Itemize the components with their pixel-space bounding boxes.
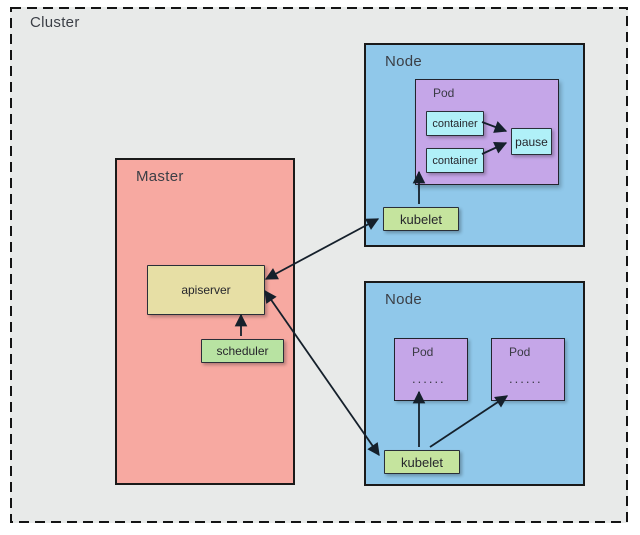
master-label: Master <box>136 168 184 185</box>
container1-box: container <box>426 111 484 136</box>
node2-box: Node Pod ...... Pod ...... kubelet <box>364 281 585 486</box>
node2-pod1-label: Pod <box>412 345 434 359</box>
node2-pod2-dots: ...... <box>509 371 543 386</box>
node1-pod-label: Pod <box>433 86 455 100</box>
master-box: Master apiserver scheduler <box>115 158 295 485</box>
node2-label: Node <box>385 291 423 308</box>
scheduler-label: scheduler <box>216 344 269 358</box>
node1-box: Node Pod container container pause kubel… <box>364 43 585 247</box>
apiserver-box: apiserver <box>147 265 265 315</box>
node2-kubelet-label: kubelet <box>401 454 443 470</box>
node2-pod1-dots: ...... <box>412 371 446 386</box>
pause-box: pause <box>511 128 552 155</box>
pause-label: pause <box>515 134 548 149</box>
node2-pod2-label: Pod <box>509 345 531 359</box>
node2-pod1-box: Pod ...... <box>394 338 468 401</box>
container2-box: container <box>426 148 484 173</box>
node1-label: Node <box>385 53 423 70</box>
node2-kubelet-box: kubelet <box>384 450 460 474</box>
node1-kubelet-label: kubelet <box>400 211 442 227</box>
node2-pod2-box: Pod ...... <box>491 338 565 401</box>
cluster-label: Cluster <box>30 14 80 31</box>
apiserver-label: apiserver <box>181 283 231 297</box>
container2-label: container <box>432 154 478 167</box>
container1-label: container <box>432 117 478 130</box>
node1-kubelet-box: kubelet <box>383 207 459 231</box>
scheduler-box: scheduler <box>201 339 284 363</box>
node1-pod-box: Pod container container pause <box>415 79 559 185</box>
